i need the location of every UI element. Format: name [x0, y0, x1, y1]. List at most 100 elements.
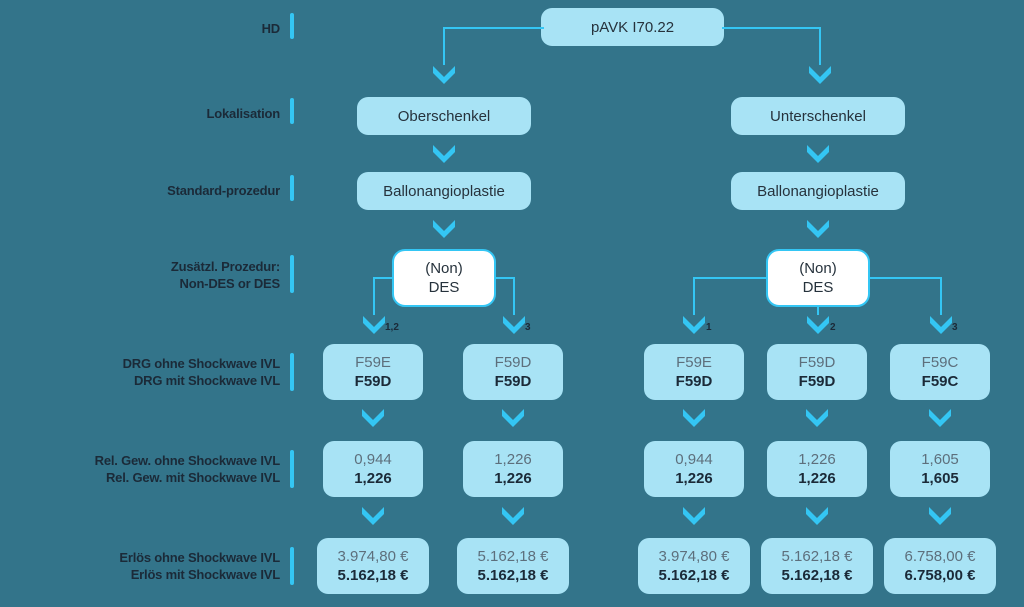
- row-label-relgew: Rel. Gew. ohne Shockwave IVL Rel. Gew. m…: [20, 452, 281, 486]
- node-revenue-col2[interactable]: 3.974,80 € 5.162,18 €: [638, 538, 750, 594]
- connector-des-right-horizontal-a: [694, 277, 768, 279]
- row-label-hd-line1: HD: [261, 21, 281, 36]
- node-drg-col0-without: F59E: [355, 354, 391, 371]
- row-label-standardprozedur: Standard-prozedur: [20, 182, 280, 199]
- branch-number-right-b: 2: [830, 322, 836, 333]
- node-weight-col3-with: 1,226: [798, 470, 836, 487]
- node-weight-col4[interactable]: 1,605 1,605: [890, 441, 990, 497]
- node-oberschenkel-label: Oberschenkel: [397, 107, 491, 125]
- arrow-oberschenkel-to-ballon: [431, 143, 457, 163]
- node-drg-col1-without: F59D: [494, 354, 532, 371]
- node-des-left-line1: (Non): [425, 260, 463, 277]
- row-divider-standardprozedur: [290, 175, 294, 201]
- node-weight-col3-without: 1,226: [798, 451, 836, 468]
- root-node-pavk[interactable]: pAVK I70.22: [541, 8, 724, 46]
- node-revenue-col4[interactable]: 6.758,00 € 6.758,00 €: [884, 538, 996, 594]
- node-des-right[interactable]: (Non) DES: [766, 249, 870, 307]
- node-weight-col2[interactable]: 0,944 1,226: [644, 441, 744, 497]
- node-revenue-col1[interactable]: 5.162,18 € 5.162,18 €: [457, 538, 569, 594]
- node-drg-col2[interactable]: F59E F59D: [644, 344, 744, 400]
- node-drg-col0-with: F59D: [354, 373, 392, 390]
- node-revenue-col0-with: 5.162,18 €: [337, 567, 409, 584]
- node-drg-col4-without: F59C: [921, 354, 959, 371]
- branch-number-left-a: 1,2: [385, 322, 399, 333]
- root-node-label: pAVK I70.22: [590, 18, 675, 36]
- node-weight-col0[interactable]: 0,944 1,226: [323, 441, 423, 497]
- node-des-right-line1: (Non): [799, 260, 837, 277]
- connector-des-right-drop-c: [940, 277, 942, 315]
- node-ballonangioplastie-left-label: Ballonangioplastie: [383, 182, 505, 200]
- node-weight-col1-with: 1,226: [494, 470, 532, 487]
- arrow-drg-to-weight-col4: [927, 407, 953, 427]
- node-drg-col3[interactable]: F59D F59D: [767, 344, 867, 400]
- branch-number-right-a: 1: [706, 322, 712, 333]
- arrow-root-to-unterschenkel: [807, 64, 833, 84]
- node-des-left[interactable]: (Non) DES: [392, 249, 496, 307]
- connector-des-right-drop-a: [693, 277, 695, 315]
- node-weight-col0-with: 1,226: [354, 470, 392, 487]
- row-divider-hd: [290, 13, 294, 39]
- node-des-right-line2: DES: [802, 279, 834, 296]
- node-drg-col0[interactable]: F59E F59D: [323, 344, 423, 400]
- row-label-standardprozedur-line1: Standard-prozedur: [167, 183, 280, 198]
- node-ballonangioplastie-right-label: Ballonangioplastie: [757, 182, 879, 200]
- node-ballonangioplastie-left[interactable]: Ballonangioplastie: [357, 172, 531, 210]
- connector-des-right-horizontal-b: [868, 277, 941, 279]
- row-label-zusatzprozedur-line1: Zusätzl. Prozedur:: [170, 259, 280, 274]
- row-label-hd: HD: [20, 20, 281, 37]
- arrow-ballon-left-to-des: [431, 218, 457, 238]
- row-label-drg-line1: DRG ohne Shockwave IVL: [122, 356, 281, 371]
- node-revenue-col3[interactable]: 5.162,18 € 5.162,18 €: [761, 538, 873, 594]
- row-label-drg-line2: DRG mit Shockwave IVL: [133, 373, 280, 388]
- arrow-weight-to-revenue-col1: [500, 505, 526, 525]
- node-revenue-col3-with: 5.162,18 €: [781, 567, 853, 584]
- row-label-erloes: Erlös ohne Shockwave IVL Erlös mit Shock…: [20, 549, 280, 583]
- node-revenue-col0-without: 3.974,80 €: [337, 548, 409, 565]
- arrow-weight-to-revenue-col2: [681, 505, 707, 525]
- node-unterschenkel[interactable]: Unterschenkel: [731, 97, 905, 135]
- node-ballonangioplastie-right[interactable]: Ballonangioplastie: [731, 172, 905, 210]
- arrow-des-left-branch-b: [501, 314, 527, 334]
- node-drg-col4[interactable]: F59C F59C: [890, 344, 990, 400]
- node-oberschenkel[interactable]: Oberschenkel: [357, 97, 531, 135]
- row-divider-lokalisation: [290, 98, 294, 124]
- row-label-lokalisation-line1: Lokalisation: [206, 106, 281, 121]
- node-revenue-col1-with: 5.162,18 €: [477, 567, 549, 584]
- row-label-relgew-line2: Rel. Gew. mit Shockwave IVL: [105, 470, 280, 485]
- node-revenue-col2-with: 5.162,18 €: [658, 567, 730, 584]
- node-des-left-line2: DES: [428, 279, 460, 296]
- node-revenue-col0[interactable]: 3.974,80 € 5.162,18 €: [317, 538, 429, 594]
- node-weight-col0-without: 0,944: [354, 451, 392, 468]
- row-label-zusatzprozedur: Zusätzl. Prozedur: Non-DES or DES: [20, 258, 280, 292]
- row-divider-relgew: [290, 450, 294, 488]
- row-label-erloes-line2: Erlös mit Shockwave IVL: [130, 567, 280, 582]
- arrow-root-to-oberschenkel: [431, 64, 457, 84]
- row-label-lokalisation: Lokalisation: [20, 105, 281, 122]
- node-drg-col4-with: F59C: [921, 373, 959, 390]
- arrow-des-left-branch-a: [361, 314, 387, 334]
- node-weight-col1[interactable]: 1,226 1,226: [463, 441, 563, 497]
- node-weight-col2-without: 0,944: [675, 451, 713, 468]
- arrow-des-right-branch-b: [805, 314, 831, 334]
- node-weight-col4-without: 1,605: [921, 451, 959, 468]
- node-weight-col4-with: 1,605: [921, 470, 959, 487]
- node-drg-col1-with: F59D: [494, 373, 532, 390]
- connector-root-horizontal-right: [722, 27, 820, 29]
- arrow-des-right-branch-a: [681, 314, 707, 334]
- arrow-drg-to-weight-col3: [804, 407, 830, 427]
- branch-number-right-c: 3: [952, 322, 958, 333]
- connector-des-left-drop-b: [513, 277, 515, 315]
- node-drg-col3-without: F59D: [798, 354, 836, 371]
- node-revenue-col2-without: 3.974,80 €: [658, 548, 730, 565]
- node-weight-col3[interactable]: 1,226 1,226: [767, 441, 867, 497]
- arrow-unterschenkel-to-ballon: [805, 143, 831, 163]
- row-divider-zusatzprozedur: [290, 255, 294, 293]
- node-weight-col1-without: 1,226: [494, 451, 532, 468]
- branch-number-left-b: 3: [525, 322, 531, 333]
- connector-des-left-horizontal-b: [494, 277, 514, 279]
- connector-root-drop-left: [443, 27, 445, 65]
- connector-root-horizontal-left: [444, 27, 544, 29]
- arrow-drg-to-weight-col2: [681, 407, 707, 427]
- node-drg-col1[interactable]: F59D F59D: [463, 344, 563, 400]
